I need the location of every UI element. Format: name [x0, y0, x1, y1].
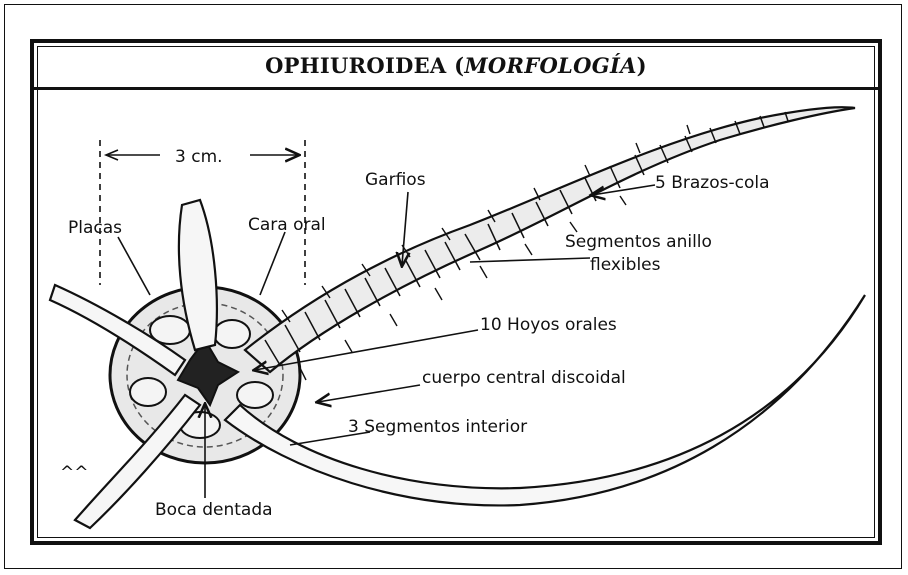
segmented-arm	[245, 107, 855, 380]
label-hoyos-orales: 10 Hoyos orales	[480, 315, 617, 335]
label-flexibles: flexibles	[590, 255, 661, 275]
artist-signature: ^^	[60, 463, 89, 483]
label-segmentos-anillo: Segmentos anillo	[565, 232, 712, 252]
label-cara-oral: Cara oral	[248, 215, 326, 235]
label-brazos-cola: 5 Brazos-cola	[655, 173, 770, 193]
label-segmentos-interior: 3 Segmentos interior	[348, 417, 527, 437]
label-placas: Placas	[68, 218, 122, 238]
label-boca-dentada: Boca dentada	[155, 500, 273, 520]
label-cuerpo-central: cuerpo central discoidal	[422, 368, 626, 388]
scale-label: 3 cm.	[175, 147, 223, 167]
label-garfios: Garfios	[365, 170, 426, 190]
